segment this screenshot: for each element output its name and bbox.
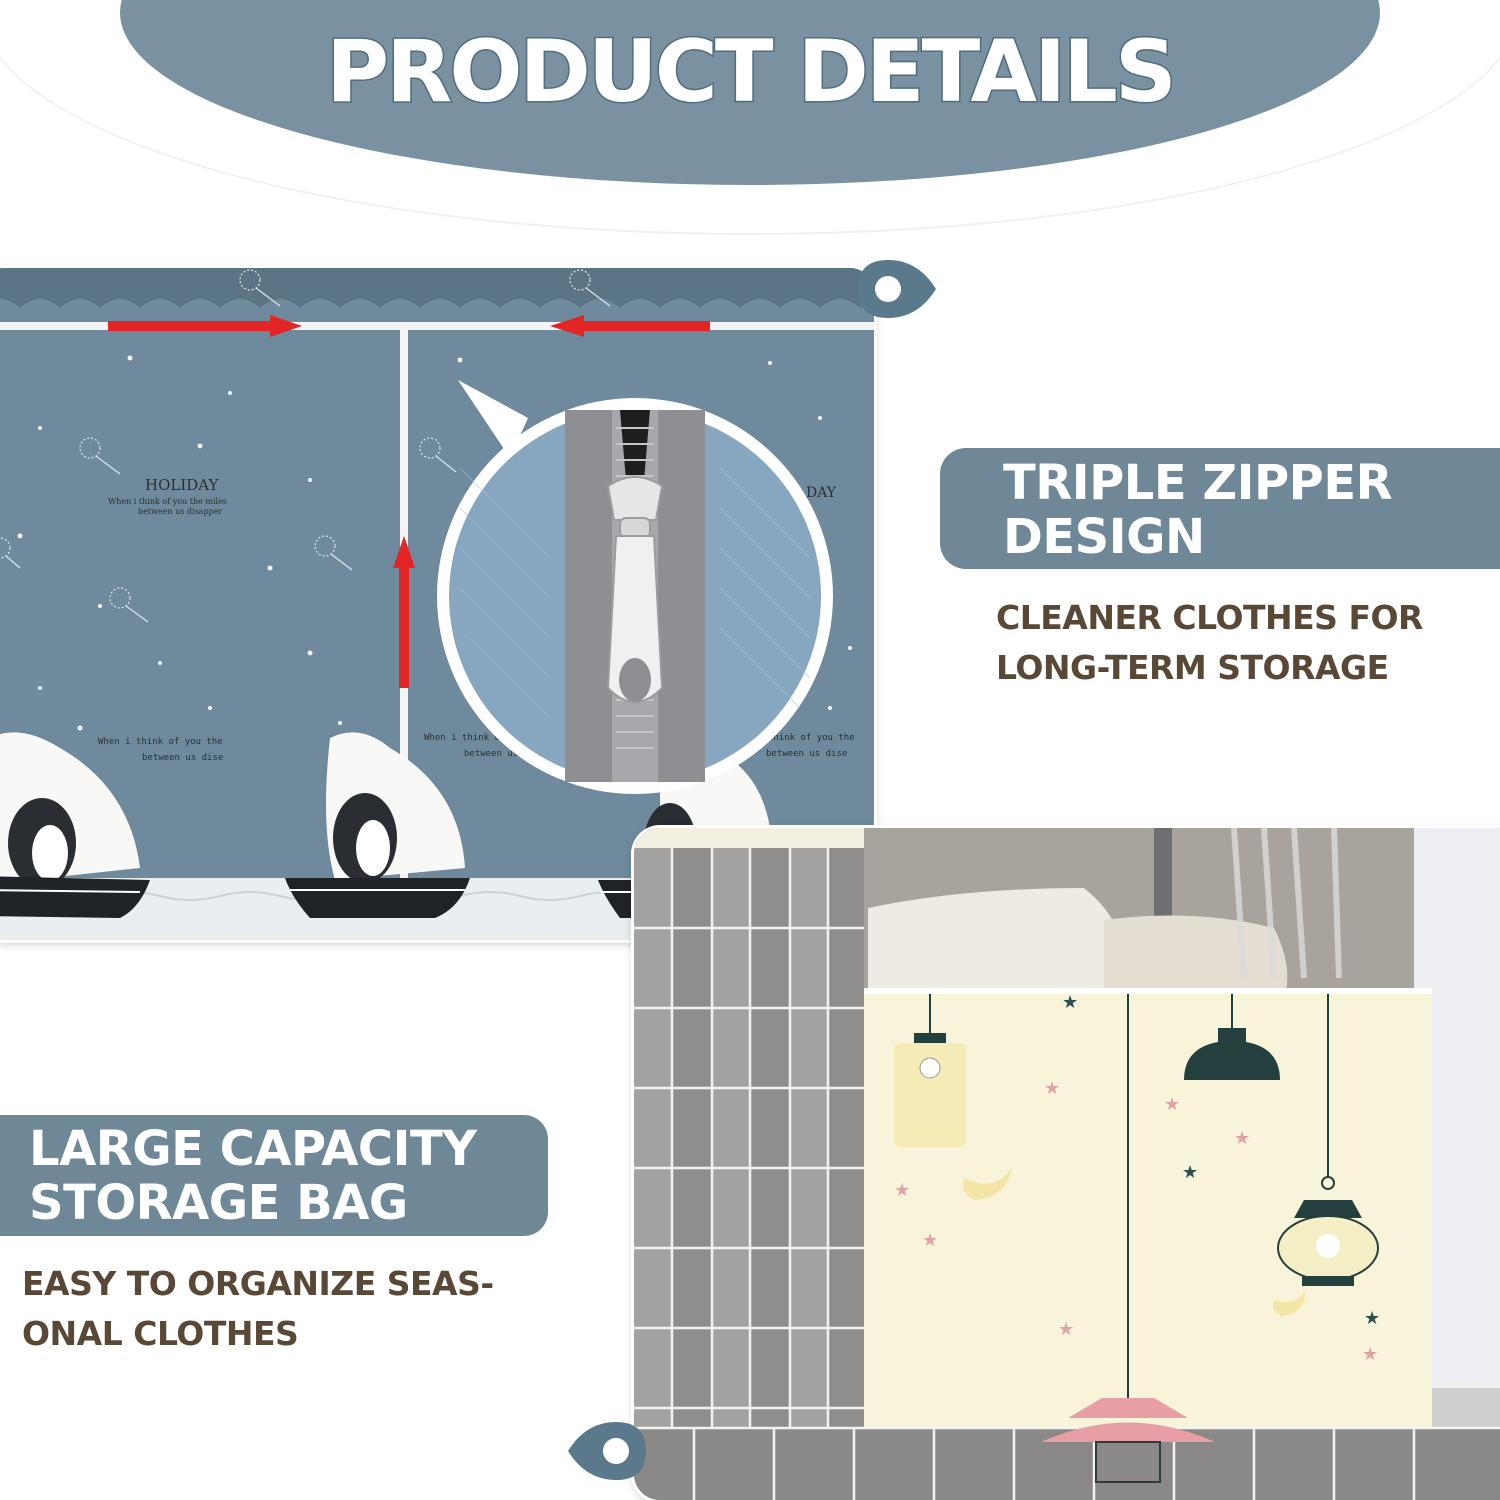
fabric-tagline-2: between us disapper: [138, 507, 222, 516]
svg-text:★: ★: [1234, 1128, 1250, 1149]
pendant-lamp-icon: [894, 994, 1280, 1483]
connector-pin-top: [856, 258, 938, 320]
fabric-caption-6: between us dise: [766, 749, 847, 759]
connector-pin-bottom: [566, 1420, 648, 1482]
svg-text:★: ★: [1058, 1319, 1074, 1340]
page-title: PRODUCT DETAILS: [325, 21, 1179, 124]
feature-capacity-description: EASY TO ORGANIZE SEAS- ONAL CLOTHES: [22, 1264, 494, 1353]
arrow-icon: [108, 315, 710, 688]
curtain-icon: [634, 828, 864, 1500]
fabric-caption-2: between us dise: [142, 753, 223, 763]
moon-icon: [963, 1168, 1306, 1316]
fabric-caption-3: When i think of you the: [424, 733, 549, 743]
fabric-tagline-1: When i think of you the miles: [108, 497, 227, 506]
svg-text:★: ★: [1362, 1344, 1378, 1365]
zipper-closeup-bubble: [437, 380, 833, 794]
storage-cabinet-photo: ★ ★ ★ ★ ★ ★ ★ ★ ★ ★: [634, 828, 1500, 1500]
svg-text:★: ★: [1364, 1308, 1380, 1329]
svg-text:★: ★: [1182, 1162, 1198, 1183]
fabric-caption-1: When i think of you the: [98, 737, 223, 747]
svg-text:★: ★: [1062, 992, 1078, 1013]
svg-text:★: ★: [922, 1230, 938, 1251]
feature-capacity-badge: [0, 1115, 548, 1236]
feature-zipper-description: CLEANER CLOTHES FOR LONG-TERM STORAGE: [996, 598, 1423, 687]
fabric-caption-5: When i think of you the: [730, 733, 855, 743]
fabric-caption-4: between us dise: [464, 749, 545, 759]
zipper-pull-icon: [606, 476, 664, 703]
svg-text:★: ★: [894, 1180, 910, 1201]
fabric-heading: HOLIDAY: [145, 476, 220, 494]
header-ring: [0, 0, 1500, 235]
svg-text:★: ★: [1044, 1078, 1060, 1099]
fabric-heading-right: DAY: [806, 485, 837, 501]
star-icon: ★ ★ ★ ★ ★ ★ ★ ★ ★ ★: [894, 992, 1380, 1365]
dandelion-icon: [0, 269, 611, 623]
svg-text:★: ★: [1164, 1094, 1180, 1115]
feature-zipper-title: TRIPLE ZIPPER DESIGN: [1003, 455, 1393, 565]
star-icon: [17, 355, 852, 740]
lantern-icon: [1277, 994, 1379, 1286]
feature-capacity-title: LARGE CAPACITY STORAGE BAG: [29, 1121, 477, 1231]
feature-zipper-badge: [940, 448, 1500, 569]
